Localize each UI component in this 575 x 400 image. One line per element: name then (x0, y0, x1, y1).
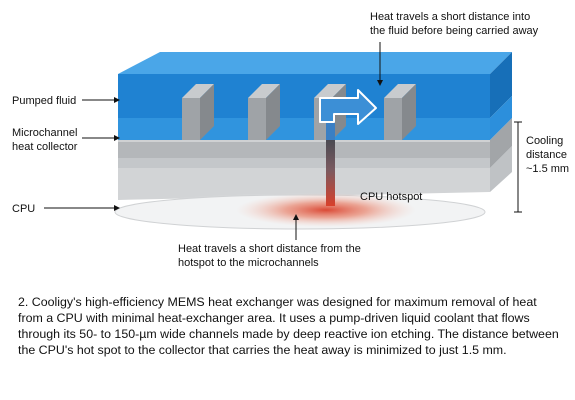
label-top-note-line2: the fluid before being carried away (370, 25, 539, 37)
hotspot-glow (236, 193, 416, 227)
label-collector-line1: Microchannel (12, 127, 77, 139)
label-bottom-note-line2: hotspot to the microchannels (178, 257, 319, 269)
figure-caption: 2. Cooligy's high-efficiency MEMS heat e… (18, 295, 559, 357)
heat-flow-arrow (319, 89, 377, 125)
fin-2 (248, 84, 280, 140)
leader-lines (44, 42, 383, 240)
label-cooling-line3: ~1.5 mm (526, 163, 569, 175)
label-cooling-line1: Cooling (526, 135, 563, 147)
label-bottom-note-line1: Heat travels a short distance from the (178, 243, 361, 255)
label-collector-line2: heat collector (12, 141, 78, 153)
heat-path-column (326, 120, 335, 206)
cpu-block (100, 146, 512, 233)
label-top-note-line1: Heat travels a short distance into (370, 11, 530, 23)
label-cpu: CPU (12, 203, 35, 215)
cooling-distance-bracket (514, 121, 522, 213)
label-cooling-line2: distance (526, 149, 567, 161)
label-hotspot: CPU hotspot (360, 191, 422, 203)
fin-1 (182, 84, 214, 140)
label-pumped-fluid: Pumped fluid (12, 95, 76, 107)
heat-collector (118, 118, 512, 168)
heat-exchanger-diagram: Pumped fluid Microchannel heat collector… (12, 11, 569, 269)
fin-4 (384, 84, 416, 140)
